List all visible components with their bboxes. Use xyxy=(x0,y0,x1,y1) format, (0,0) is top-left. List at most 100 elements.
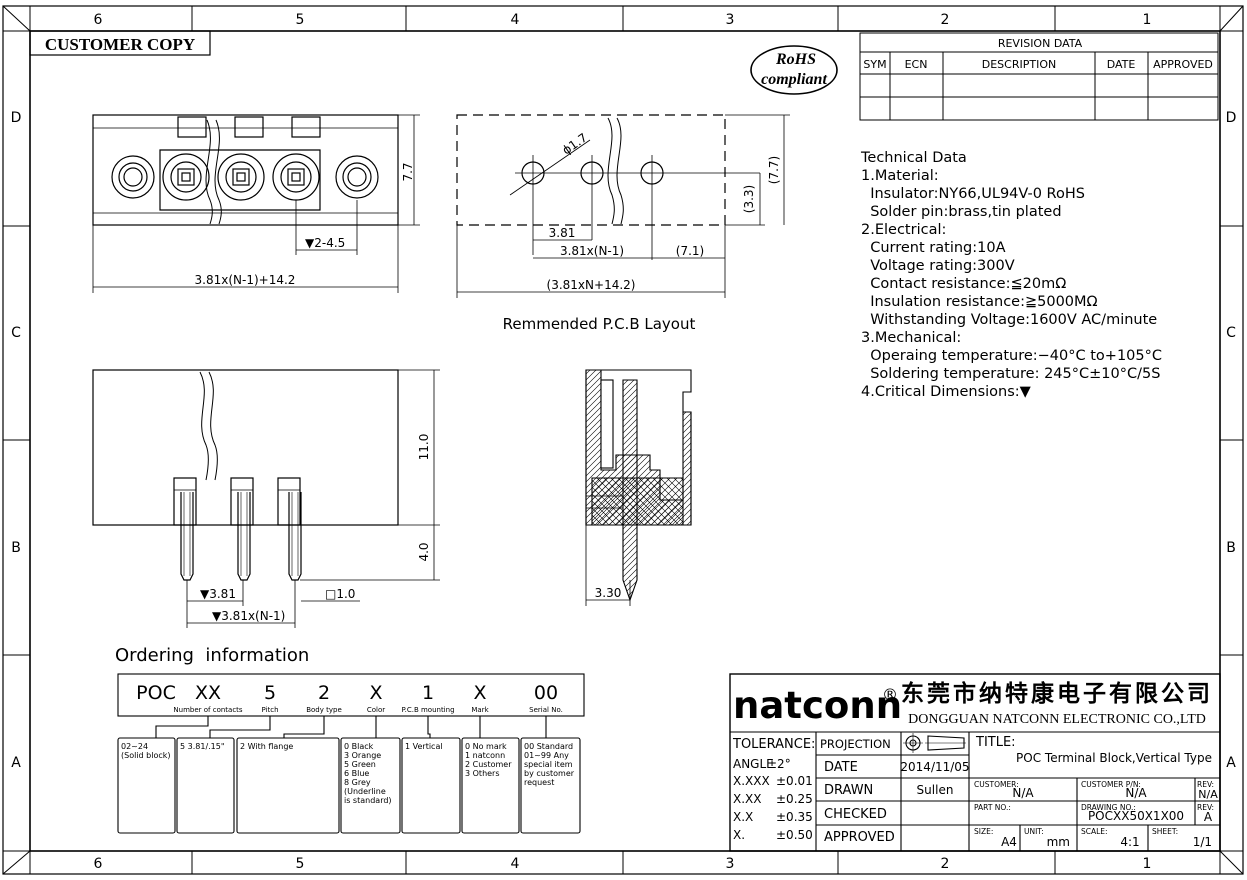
revision-header-ecn: ECN xyxy=(905,58,928,71)
side-view xyxy=(585,369,692,606)
dim-front-span: ▼3.81x(N-1) xyxy=(212,609,285,623)
dim-front-pitch: ▼3.81 xyxy=(200,587,236,601)
date-value: 2014/11/05 xyxy=(900,760,969,774)
drawing-no-label: DRAWING NO.: xyxy=(1081,803,1136,812)
zone-top-2: 2 xyxy=(941,12,950,28)
revision-header-approved: APPROVED xyxy=(1153,58,1213,71)
zone-left-c: C xyxy=(11,325,21,341)
tech-line: 1.Material: xyxy=(861,168,939,184)
pcb-layout-view xyxy=(456,114,790,298)
dim-top-width: 3.81x(N-1)+14.2 xyxy=(195,273,296,287)
order-code-color: X xyxy=(369,682,382,704)
tech-line: Insulator:NY66,UL94V-0 RoHS xyxy=(861,186,1085,202)
sheet-label: SHEET: xyxy=(1152,827,1178,836)
order-code-contacts: XX xyxy=(195,682,221,704)
order-code-serial: 00 xyxy=(534,682,558,704)
brand-registered: ® xyxy=(882,685,898,704)
dim-hole-height: (3.3) xyxy=(742,185,756,213)
front-view xyxy=(92,369,440,628)
zone-top-1: 1 xyxy=(1143,12,1152,28)
zone-top-6: 6 xyxy=(94,12,103,28)
tech-line: 3.Mechanical: xyxy=(861,330,961,346)
rohs-line2: compliant xyxy=(761,71,827,88)
tech-line: Operaing temperature:−40°C to+105°C xyxy=(861,348,1162,364)
order-option-mounting: 1 Vertical xyxy=(405,742,443,751)
zone-right-c: C xyxy=(1226,325,1236,341)
sheet-value: 1/1 xyxy=(1193,835,1212,849)
zone-bottom-2: 2 xyxy=(941,856,950,872)
tech-line: Contact resistance:≦20mΩ xyxy=(861,276,1066,292)
customer-pn-value: N/A xyxy=(1125,786,1147,800)
scale-label: SCALE: xyxy=(1081,827,1108,836)
drawing-title: POC Terminal Block,Vertical Type xyxy=(1016,751,1212,765)
tech-line: Solder pin:brass,tin plated xyxy=(861,204,1062,220)
order-label-color: Color xyxy=(367,706,385,714)
order-option-pitch: 5 3.81/.15" xyxy=(180,742,225,751)
revision-header-description: DESCRIPTION xyxy=(982,58,1056,71)
rev-bottom-value: A xyxy=(1204,810,1213,824)
dim-pitch: 3.81 xyxy=(549,226,576,240)
zone-bottom-6: 6 xyxy=(94,856,103,872)
dim-side-width: 3.30 xyxy=(595,586,622,600)
title-label: TITLE: xyxy=(975,735,1016,750)
date-label: DATE xyxy=(824,760,858,775)
part-no-label: PART NO.: xyxy=(974,803,1011,812)
top-view xyxy=(92,114,420,293)
order-option-contacts: 02~24(Solid block) xyxy=(121,742,171,760)
title-block xyxy=(729,673,1221,852)
dim-top-height: 7.7 xyxy=(401,162,415,181)
tech-line: 4.Critical Dimensions:▼ xyxy=(861,384,1032,400)
zone-bottom-1: 1 xyxy=(1143,856,1152,872)
drawn-label: DRAWN xyxy=(824,783,873,798)
dim-pin-square: □1.0 xyxy=(325,587,355,601)
order-label-pitch: Pitch xyxy=(261,706,278,714)
dim-pin-small: ▼2-4.5 xyxy=(305,236,345,250)
dim-pcb-total: (3.81xN+14.2) xyxy=(547,278,636,292)
tolerance-key: X.XXX xyxy=(733,774,770,788)
revision-header-date: DATE xyxy=(1107,58,1136,71)
brand-logo: natconn xyxy=(733,684,902,727)
order-option-body: 2 With flange xyxy=(240,742,293,751)
zone-left-d: D xyxy=(11,110,22,126)
order-code-body: 2 xyxy=(318,682,330,704)
unit-value: mm xyxy=(1047,835,1070,849)
pcb-layout-caption: Remmended P.C.B Layout xyxy=(503,315,696,333)
drawn-value: Sullen xyxy=(917,783,954,797)
dim-pcb-height: (7.7) xyxy=(767,156,781,184)
dim-pin-length: 4.0 xyxy=(417,542,431,561)
tolerance-value: ±0.35 xyxy=(776,810,813,824)
technical-data: Technical Data 1.Material: Insulator:NY6… xyxy=(860,150,1162,400)
company-name-cn: 东莞市纳特康电子有限公司 xyxy=(901,680,1213,707)
projection-label: PROJECTION xyxy=(820,737,891,751)
rohs-line1: RoHS xyxy=(775,51,816,68)
zone-right-a: A xyxy=(1226,755,1236,771)
rev-label: REV: xyxy=(1197,803,1214,812)
zone-right-b: B xyxy=(1226,540,1236,556)
zone-top-5: 5 xyxy=(296,12,305,28)
rev-label: REV: xyxy=(1197,780,1214,789)
tolerance-value: ±0.01 xyxy=(776,774,813,788)
tolerance-key: X.X xyxy=(733,810,753,824)
tolerance-value: ±0.25 xyxy=(776,792,813,806)
order-label-serial: Serial No. xyxy=(529,706,563,714)
zone-right-d: D xyxy=(1226,110,1237,126)
tech-line: Current rating:10A xyxy=(861,240,1006,256)
approved-label: APPROVED xyxy=(824,830,895,845)
order-code-pitch: 5 xyxy=(264,682,276,704)
scale-value: 4:1 xyxy=(1120,835,1139,849)
zone-labels: 6 5 4 3 2 1 6 5 4 3 2 1 D C B A D C B A xyxy=(11,12,1237,872)
order-label-mark: Mark xyxy=(471,706,489,714)
tech-line: Voltage rating:300V xyxy=(861,258,1015,274)
customer-value: N/A xyxy=(1012,786,1034,800)
ordering-panel xyxy=(117,673,585,834)
zone-bottom-4: 4 xyxy=(511,856,520,872)
revision-header-sym: SYM xyxy=(863,58,886,71)
order-label-body: Body type xyxy=(306,706,342,714)
checked-label: CHECKED xyxy=(824,807,887,822)
tolerance-label: TOLERANCE: xyxy=(732,737,815,752)
